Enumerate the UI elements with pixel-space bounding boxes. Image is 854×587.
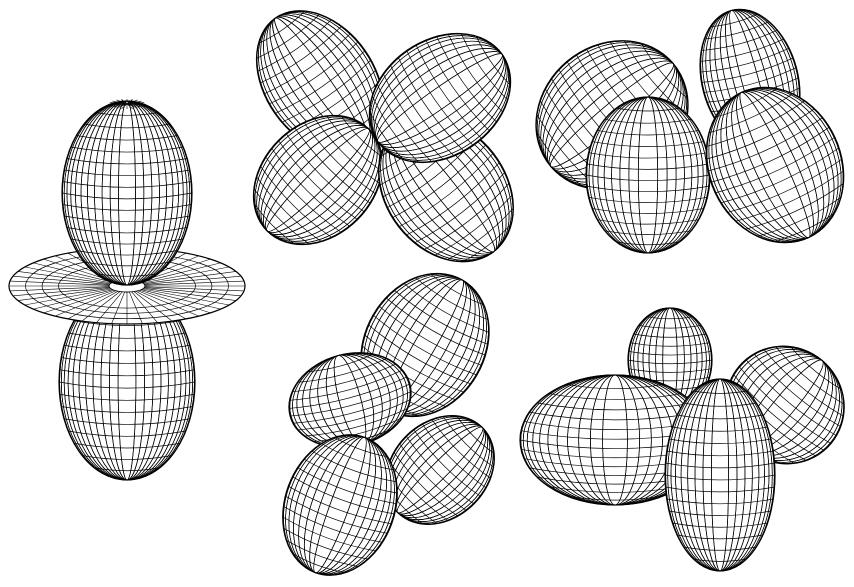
dz2-upper-lobe [62, 101, 192, 285]
orbital-dyz [264, 250, 517, 587]
orbital-dxy [227, 0, 541, 288]
dxz-lobe-front-left [586, 97, 710, 253]
dx2y2-lobe-front [665, 379, 775, 571]
dz2-upper-lobe-outline [62, 101, 192, 285]
orbital-dxz [506, 0, 854, 265]
dyz-lobe-lower-left [264, 419, 417, 587]
orbital-dz2 [9, 99, 245, 480]
orbital-dx2y2 [520, 308, 854, 571]
